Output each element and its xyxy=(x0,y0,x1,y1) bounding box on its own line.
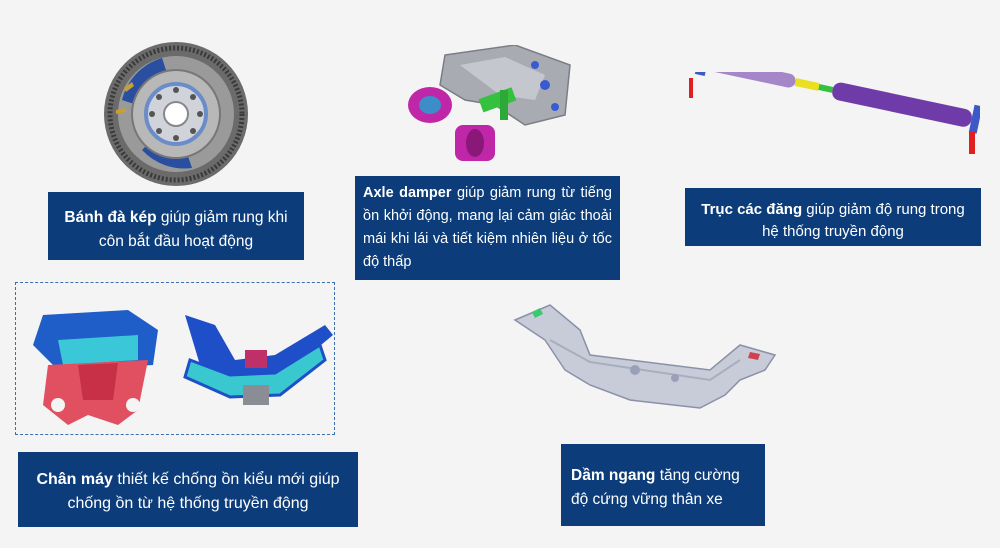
drive-shaft-caption: Trục các đăng giúp giảm độ rung trong hệ… xyxy=(685,188,981,246)
axle-damper-image xyxy=(408,45,571,161)
engine-mount-caption-title: Chân máy xyxy=(36,471,113,488)
axle-damper-caption-text: giúp giảm rung từ tiếng ồn khởi động, ma… xyxy=(363,185,612,270)
axle-damper-caption: Axle damper giúp giảm rung từ tiếng ồn k… xyxy=(355,176,620,280)
axle-damper-caption-title: Axle damper xyxy=(363,185,452,201)
crossmember-caption-title: Dầm ngang xyxy=(571,467,656,484)
crossmember-caption-text: tăng cường độ cứng vững thân xe xyxy=(571,467,740,508)
crossmember-caption: Dầm ngang tăng cường độ cứng vững thân x… xyxy=(561,444,765,526)
engine-mount-caption: Chân máy thiết kế chống ồn kiểu mới giúp… xyxy=(18,452,358,527)
flywheel-caption-title: Bánh đà kép xyxy=(64,209,157,226)
engine-mount-caption-text: thiết kế chống ồn kiểu mới giúp chống ồn… xyxy=(67,471,340,512)
drive-shaft-caption-title: Trục các đăng xyxy=(701,201,803,218)
engine-mount-image xyxy=(33,310,158,425)
drive-shaft-image xyxy=(689,72,980,154)
drive-shaft-caption-text: giúp giảm độ rung trong hệ thống truyền … xyxy=(762,201,965,240)
crossmember-image xyxy=(513,304,777,409)
mount-images-frame xyxy=(15,282,335,435)
flywheel-caption: Bánh đà kép giúp giảm rung khi côn bắt đ… xyxy=(48,192,304,260)
flywheel-caption-text: giúp giảm rung khi côn bắt đầu hoạt động xyxy=(98,209,288,250)
transmission-mount-image xyxy=(183,315,333,405)
dual-mass-flywheel-image xyxy=(104,42,248,186)
